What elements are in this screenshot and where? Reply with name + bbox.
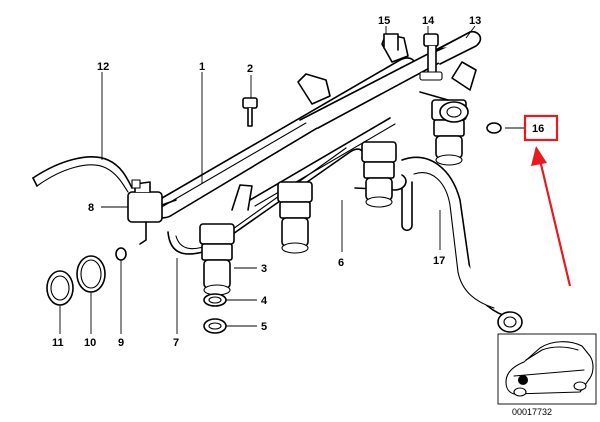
- part-label-6: 6: [338, 257, 344, 269]
- part-label-5: 5: [261, 321, 267, 333]
- part-label-4: 4: [261, 295, 268, 307]
- part-label-2: 2: [247, 63, 253, 75]
- breather-hose: [32, 156, 133, 193]
- reference-code: 00017732: [512, 407, 552, 417]
- highlight-arrow-head: [531, 146, 547, 166]
- o-ring-5-inner: [208, 322, 222, 330]
- screw-2: [242, 97, 258, 127]
- part-label-3: 3: [261, 263, 267, 275]
- gasket-10-inner: [80, 259, 102, 289]
- part-label-10: 10: [84, 337, 96, 349]
- part-label-14: 14: [422, 15, 435, 27]
- part-label-15: 15: [378, 15, 390, 27]
- part-label-11: 11: [52, 337, 64, 349]
- ring-9: [115, 247, 127, 261]
- o-ring-4-inner: [208, 296, 222, 304]
- o-ring-16: [486, 122, 502, 134]
- engine-location-marker: [518, 375, 528, 385]
- part-label-1: 1: [199, 61, 205, 73]
- part-16-highlight: [523, 114, 572, 287]
- seal-11-inner: [50, 275, 70, 301]
- part-label-9: 9: [118, 337, 124, 349]
- part-label-17: 17: [433, 255, 445, 267]
- part-16-highlight-box: [523, 114, 559, 142]
- highlight-arrow-shaft: [538, 159, 572, 287]
- car-location-inset: [497, 333, 597, 405]
- clip-15: [383, 33, 399, 51]
- rail-end-cap: [419, 91, 469, 123]
- pressure-regulator: [127, 179, 177, 245]
- part-label-12: 12: [97, 61, 109, 73]
- part-number-labels: 12 1 2 15 14 13 16 8 3 6 17 4 5 11 10 9 …: [52, 15, 544, 349]
- return-hose: [401, 156, 523, 333]
- fuel-connector: [419, 33, 443, 81]
- leader-lines: [59, 25, 526, 334]
- part-label-13: 13: [469, 15, 481, 27]
- part-label-8: 8: [88, 202, 94, 214]
- fuel-injectors: [199, 99, 467, 296]
- part-label-16: 16: [532, 123, 544, 135]
- part-label-7: 7: [173, 337, 179, 349]
